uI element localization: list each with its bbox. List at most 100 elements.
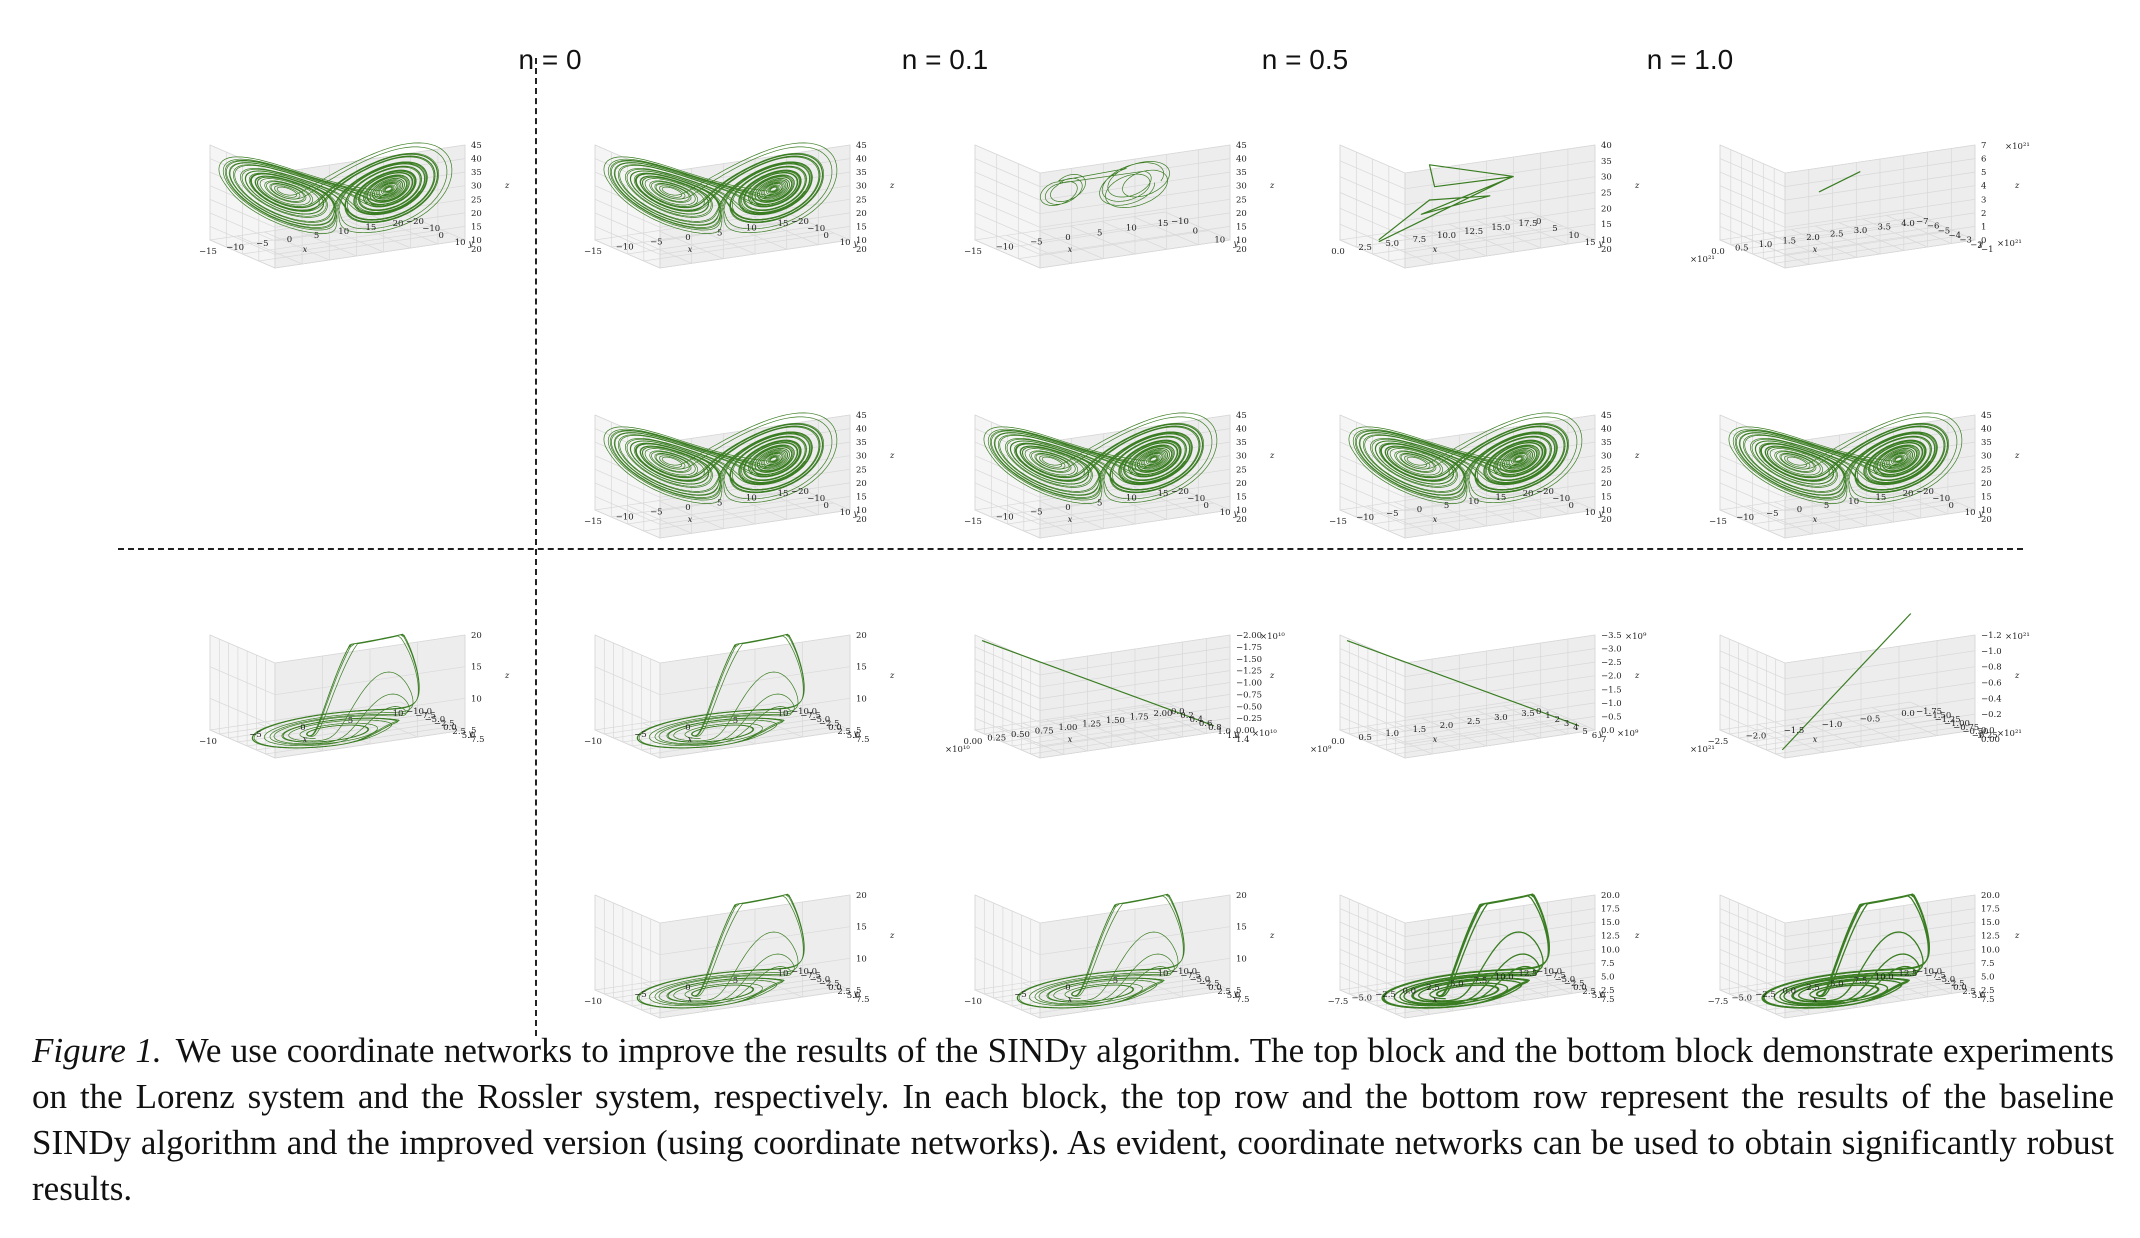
x-axis-label: x xyxy=(1813,735,1818,744)
x-tick-label: 15 xyxy=(778,219,789,229)
y-tick-label: 7.5 xyxy=(856,995,870,1005)
x-tick-label: 0.5 xyxy=(1358,733,1372,743)
x-tick-label: 10 xyxy=(1468,497,1479,507)
grid-line-z xyxy=(594,634,851,664)
grid-line-z xyxy=(1719,729,1976,759)
grid-line-z xyxy=(1339,509,1596,539)
z-tick-label: 25 xyxy=(856,465,867,475)
x-tick-label: −2.5 xyxy=(1708,737,1729,747)
x-tick-label: −7.5 xyxy=(1708,997,1729,1007)
x-tick-label: 10 xyxy=(746,494,757,504)
y-axis-label: y xyxy=(1978,239,1984,248)
z-tick-label: 2.5 xyxy=(1981,986,1995,996)
z-tick-label: 10 xyxy=(1601,236,1612,246)
z-tick-label: 40 xyxy=(1981,425,1992,435)
x-tick-label: 3.0 xyxy=(1854,226,1868,236)
y-tick-label: 0.0 xyxy=(1573,983,1587,993)
x-tick-label: 0.0 xyxy=(1711,247,1725,257)
x-tick-label: 20 xyxy=(393,219,404,229)
grid-line-z xyxy=(974,694,1231,723)
y-tick-label: 1.4 xyxy=(1236,735,1250,745)
y-tick-label: 10 xyxy=(840,508,851,518)
y-tick-label: −1.75 xyxy=(1916,707,1942,717)
z-tick-label: 45 xyxy=(856,141,867,151)
x-tick-label: 5 xyxy=(348,716,353,726)
trajectory-line xyxy=(1781,613,1912,751)
grid-line-z xyxy=(1339,223,1596,253)
z-tick-label: 30 xyxy=(856,182,867,192)
grid-line-z xyxy=(1719,198,1976,228)
x-tick-label: −0.5 xyxy=(1860,715,1881,725)
y-tick-label: 10 xyxy=(1569,231,1580,241)
y-tick-label: 5 xyxy=(1582,727,1587,737)
y-tick-label: 7.5 xyxy=(471,735,485,745)
column-header-n0: n = 0 xyxy=(518,44,582,75)
grid-line-z xyxy=(1719,509,1976,539)
grid-line-z xyxy=(1339,192,1596,221)
z-multiplier: ×10²¹ xyxy=(2005,632,2030,642)
y-tick-label: 20 xyxy=(1601,515,1612,525)
y-tick-label: −7.5 xyxy=(1545,971,1566,981)
z-tick-label: 10 xyxy=(471,694,482,704)
caption-text: We use coordinate networks to improve th… xyxy=(32,1031,2114,1208)
grid-line-z xyxy=(974,185,1231,215)
z-tick-label: 15 xyxy=(1236,222,1247,232)
grid-line-z xyxy=(1339,144,1596,174)
x-tick-label: −5 xyxy=(1014,990,1027,1000)
y-tick-label: −20 xyxy=(1916,487,1934,497)
y-tick-label: 5.0 xyxy=(1227,991,1241,1001)
x-tick-label: 0.5 xyxy=(1735,244,1749,254)
x-tick-label: 2.0 xyxy=(1440,721,1454,731)
grid-line-z xyxy=(1719,713,1976,743)
trajectory-line xyxy=(1761,893,1930,1009)
column-header-n01: n = 0.1 xyxy=(901,44,989,75)
y-tick-label: 0 xyxy=(1536,217,1541,227)
y-tick-label: −5.0 xyxy=(425,715,446,725)
y-multiplier: ×10¹⁰ xyxy=(1252,729,1277,739)
grid-line-z xyxy=(594,496,851,525)
z-tick-label: −2.00 xyxy=(1236,631,1262,641)
z-tick-label: 2 xyxy=(1981,209,1986,219)
x-tick-label: 0 xyxy=(1417,505,1422,515)
y-tick-label: 20 xyxy=(856,245,867,255)
y-tick-label: −20 xyxy=(406,217,424,227)
z-tick-label: 10 xyxy=(856,954,867,964)
z-axis-label: z xyxy=(889,451,895,460)
y-axis-label: y xyxy=(1598,509,1604,518)
z-tick-label: −0.2 xyxy=(1981,710,2002,720)
grid-line-z xyxy=(594,989,851,1019)
x-tick-label: 7.5 xyxy=(1413,235,1427,245)
y-tick-label: −10 xyxy=(1932,494,1950,504)
y-tick-label: 15 xyxy=(1585,238,1596,248)
grid-line-z xyxy=(209,239,466,269)
x-tick-label: 0.75 xyxy=(1035,727,1054,737)
x-tick-label: 15 xyxy=(1158,219,1169,229)
y-multiplier: ×10²¹ xyxy=(1997,729,2022,739)
trajectory-line xyxy=(218,142,453,234)
y-tick-label: 0.00 xyxy=(1981,735,2000,745)
z-tick-label: 35 xyxy=(856,168,867,178)
z-tick-label: 25 xyxy=(1601,189,1612,199)
z-tick-label: 15 xyxy=(856,663,867,673)
y-tick-label: 7.5 xyxy=(1601,995,1615,1005)
z-tick-label: 5 xyxy=(471,726,476,736)
x-tick-label: −10 xyxy=(584,997,602,1007)
y-tick-label: −1.25 xyxy=(1935,715,1961,725)
x-tick-label: 15 xyxy=(1875,493,1886,503)
y-tick-label: 5.0 xyxy=(847,991,861,1001)
y-tick-label: 0.0 xyxy=(1953,983,1967,993)
z-axis-label: z xyxy=(2014,181,2020,190)
z-tick-label: 10.0 xyxy=(1981,945,2000,955)
grid-line-z xyxy=(1339,702,1596,732)
y-axis-label: y xyxy=(1233,989,1239,998)
z-tick-label: 15 xyxy=(471,222,482,232)
grid-line-z xyxy=(974,212,1231,242)
grid-line-z xyxy=(1719,976,1976,1005)
grid-line-z xyxy=(974,717,1231,747)
z-tick-label: 17.5 xyxy=(1981,905,2000,915)
